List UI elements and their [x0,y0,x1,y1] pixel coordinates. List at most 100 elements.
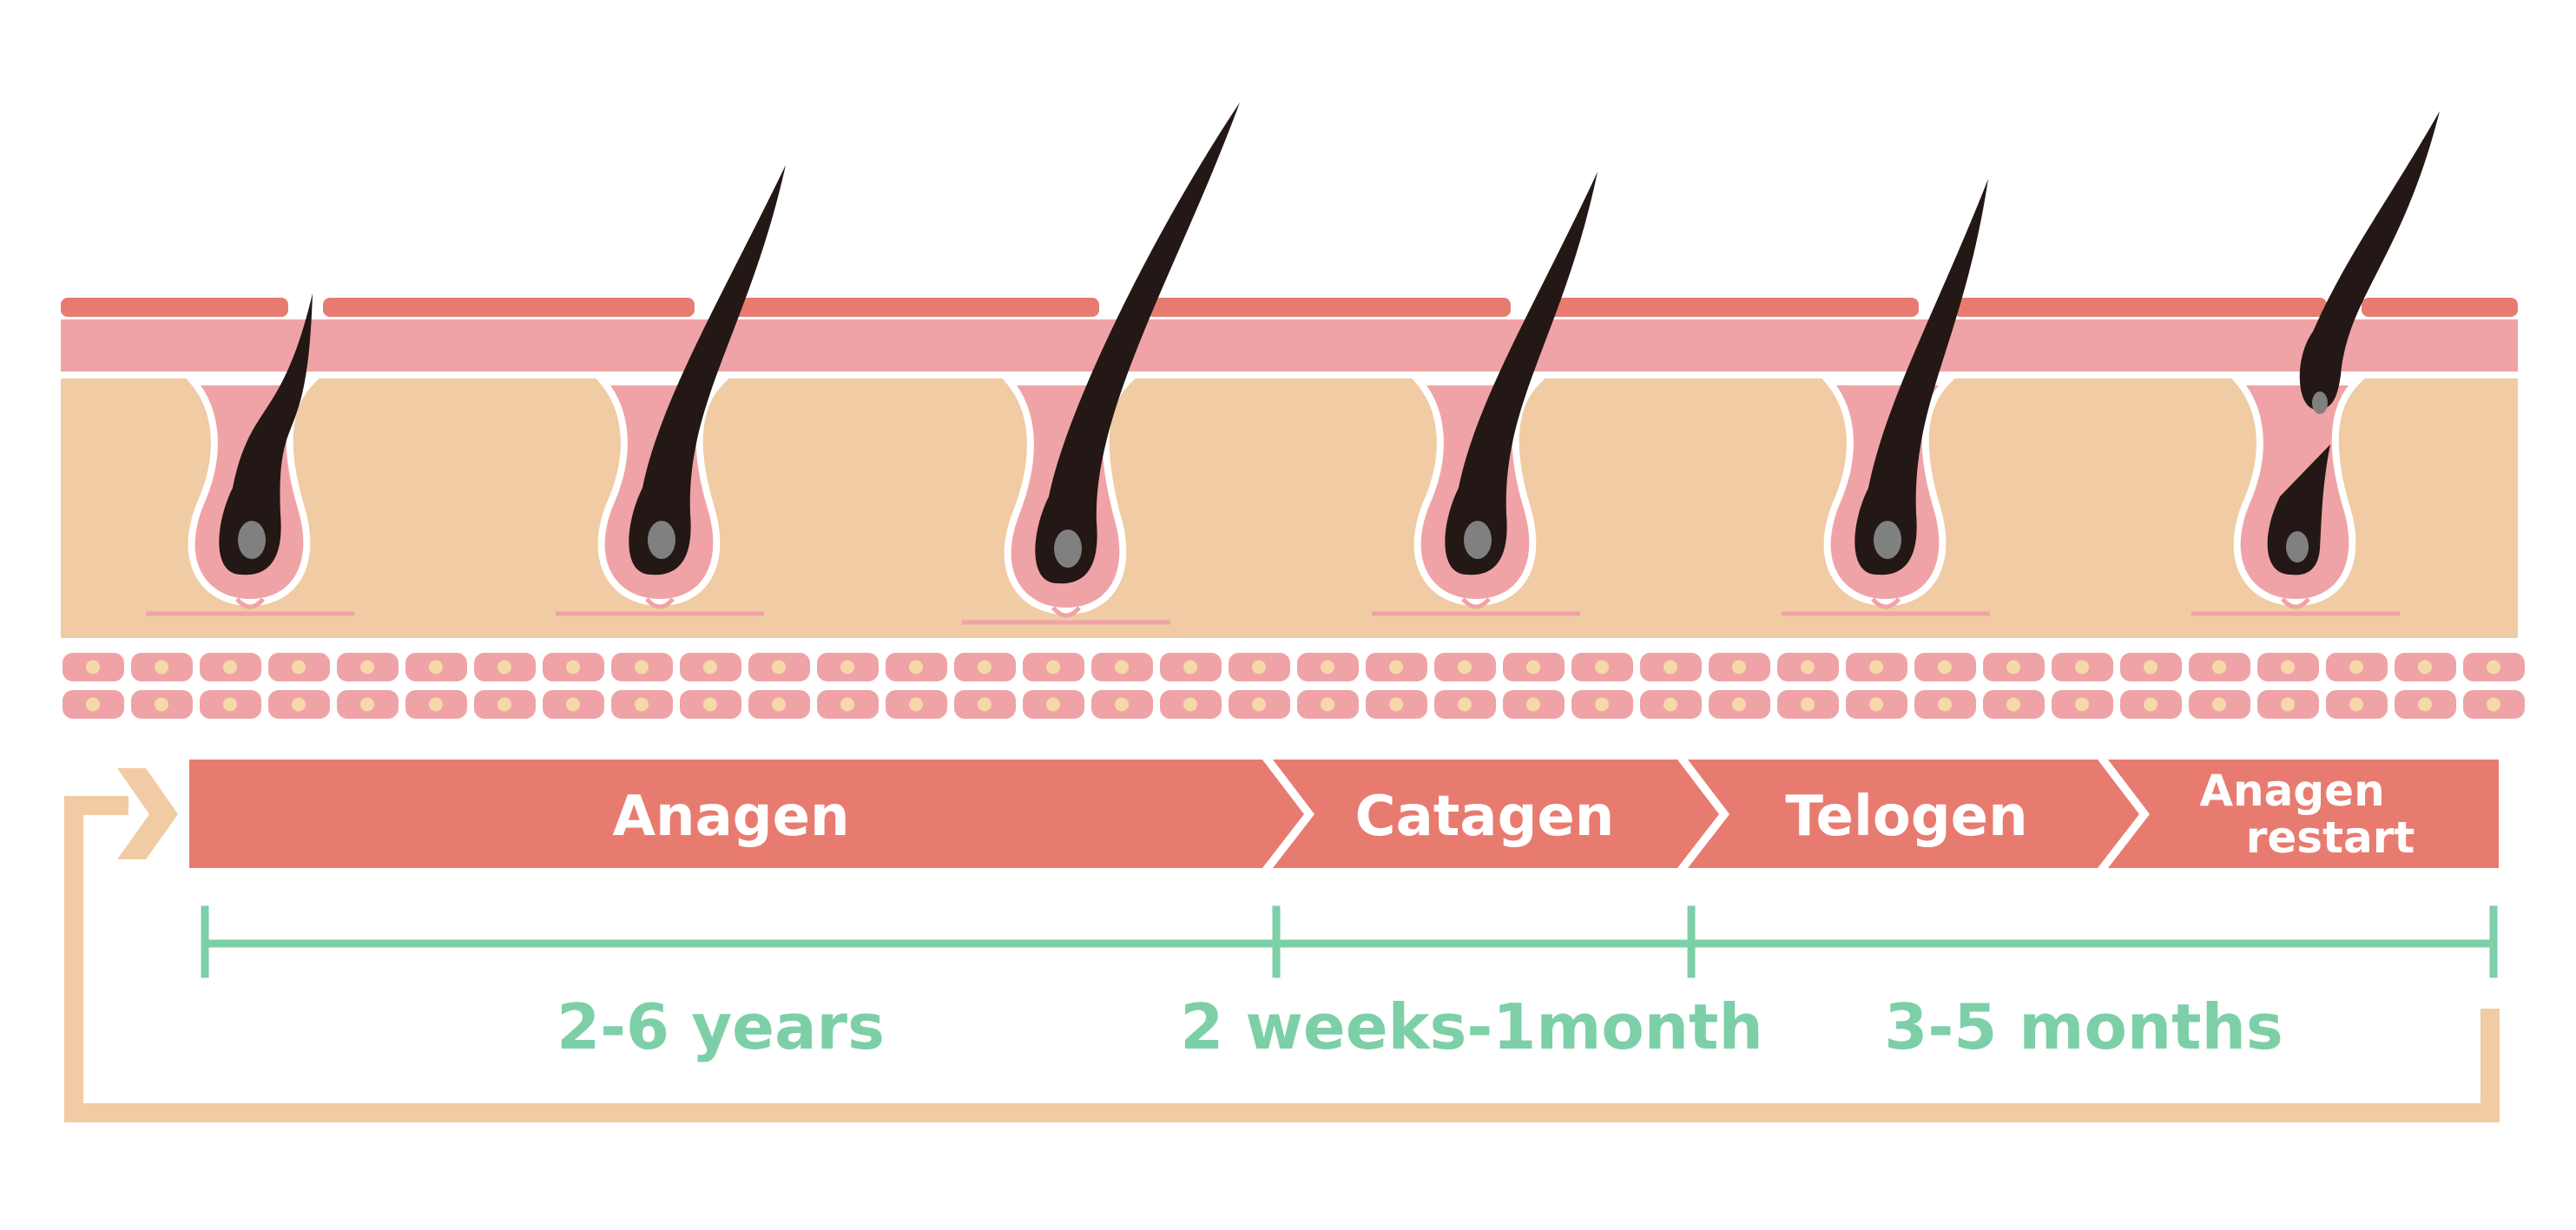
dermal-cell [405,690,467,719]
dermal-cell [954,690,1016,719]
dermal-cell [1434,653,1496,681]
phase-anagen [189,760,1304,868]
dermal-cell [131,653,193,681]
epidermis-layer [61,319,2518,373]
dermal-cell [1366,653,1427,681]
dermal-cell [2326,690,2388,719]
dermal-cell [611,690,673,719]
dermis-layer [61,378,2518,638]
hair-follicle [2191,111,2440,616]
dermal-cell [680,690,741,719]
phase-bar: Anagen Catagen Telogen Anagen restart [189,760,2499,868]
dermal-cell [543,690,604,719]
dermal-cell [2189,690,2250,719]
dermal-cell [2052,653,2113,681]
dermal-cell [1571,653,1633,681]
dermal-cell [1023,690,1084,719]
dermal-cell [2395,653,2456,681]
cycle-return-arrow [64,768,2500,1122]
phase-label-anagen-restart-line2: restart [2246,812,2415,863]
dermal-cell [543,653,604,681]
dermal-cell [1640,653,1702,681]
dermal-cell [1571,690,1633,719]
dermal-cell [748,690,810,719]
dermal-cell [1777,653,1839,681]
dermal-cell [2052,690,2113,719]
dermal-cell [2463,690,2525,719]
dermal-cell [1160,653,1222,681]
dermal-cell [2120,653,2182,681]
duration-anagen: 2-6 years [557,990,885,1063]
dermal-cell [817,690,879,719]
dermal-cell [1777,690,1839,719]
dermal-cell [1434,690,1496,719]
dermal-cell [1914,690,1976,719]
phase-label-anagen: Anagen [612,785,849,849]
duration-telogen: 3-5 months [1884,990,2283,1063]
dermal-cell [2326,653,2388,681]
dermal-cell [1503,653,1565,681]
dermal-cell [1160,690,1222,719]
dermal-cell [2395,690,2456,719]
phase-catagen [1273,760,1719,868]
hair-follicle [146,293,354,616]
dermal-cell [680,653,741,681]
dermal-cell [1091,653,1153,681]
dermal-cell [131,690,193,719]
dermal-cell [2463,653,2525,681]
dermal-cell [1229,653,1290,681]
dermal-cell [2257,653,2319,681]
dermal-cell [200,690,261,719]
dermal-cell [2257,690,2319,719]
dermal-cell [1709,690,1770,719]
phase-label-telogen: Telogen [1785,785,2027,849]
dermal-cell [2120,690,2182,719]
dermal-cell [63,653,124,681]
dermal-cell [748,653,810,681]
dermal-cell-rows [63,653,2525,719]
dermal-cell [1914,653,1976,681]
dermal-cell [886,653,947,681]
dermal-cell [954,653,1016,681]
skin-cross-section [61,102,2525,719]
hair-follicle [556,165,786,616]
dermal-cell [817,653,879,681]
hair-follicle [1372,172,1598,616]
timeline [201,905,2498,978]
dermal-cell [337,690,399,719]
dermal-cell [200,653,261,681]
dermal-cell [2189,653,2250,681]
dermal-cell [886,690,947,719]
dermal-cell [268,653,330,681]
dermal-cell [1229,690,1290,719]
hair-follicles [146,102,2440,625]
dermal-cell [1983,690,2045,719]
dermal-cell [63,690,124,719]
phase-anagen-restart [2108,760,2499,868]
dermal-cell [474,653,536,681]
dermal-cell [1023,653,1084,681]
hair-follicle [1782,179,1990,616]
dermal-cell [1297,653,1359,681]
dermal-cell [337,653,399,681]
dermal-cell [1709,653,1770,681]
dermal-cell [1366,690,1427,719]
stratum-corneum [61,298,2518,317]
dermal-cell [1983,653,2045,681]
hair-follicle [962,102,1240,625]
dermal-cell [1091,690,1153,719]
dermal-cell [1846,653,1907,681]
dermal-cell [1640,690,1702,719]
dermal-cell [1297,690,1359,719]
dermal-cell [405,653,467,681]
dermal-cell [474,690,536,719]
dermal-cell [611,653,673,681]
dermal-cell [1846,690,1907,719]
phase-label-anagen-restart-line1: Anagen [2199,766,2384,816]
phase-label-catagen: Catagen [1355,785,1615,849]
dermal-cell [1503,690,1565,719]
duration-catagen: 2 weeks-1month [1180,990,1762,1063]
arrow-head-icon [117,768,178,859]
dermal-cell [268,690,330,719]
